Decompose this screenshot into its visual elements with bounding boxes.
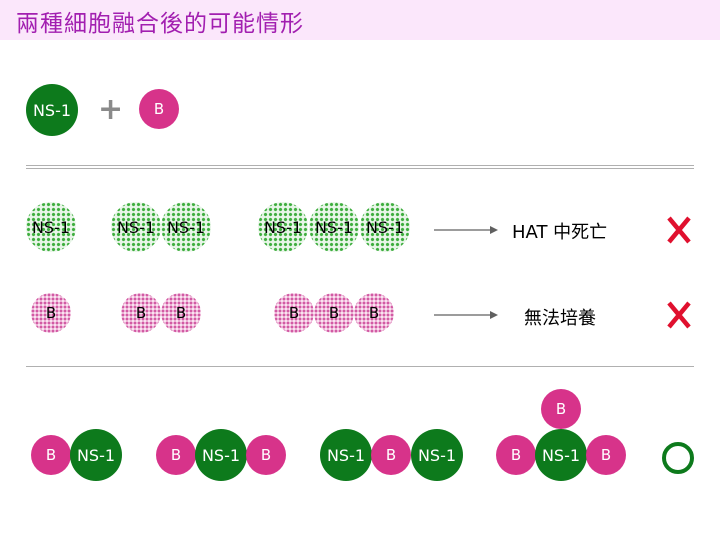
ns1-dotted-cell: NS-1	[309, 202, 359, 252]
b-cell: B	[246, 435, 286, 475]
ns1-dotted-cell: NS-1	[360, 202, 410, 252]
ns1-dotted-cell: NS-1	[26, 202, 76, 252]
b-dotted-cell: B	[354, 293, 394, 333]
b-cell: B	[586, 435, 626, 475]
red-x-icon	[667, 301, 691, 329]
green-circle-icon	[662, 442, 694, 474]
ns1-cell: NS-1	[320, 429, 372, 481]
arrow-icon	[434, 311, 498, 319]
b-cell: B	[496, 435, 536, 475]
title-bar: 兩種細胞融合後的可能情形	[0, 0, 720, 40]
page-title: 兩種細胞融合後的可能情形	[16, 11, 304, 37]
b-dotted-cell: B	[121, 293, 161, 333]
arrow-icon	[434, 226, 498, 234]
result-b-cannot-culture: 無法培養	[524, 308, 596, 329]
ns1-cell: NS-1	[26, 84, 78, 136]
b-cell: B	[156, 435, 196, 475]
ns1-dotted-cell: NS-1	[258, 202, 308, 252]
b-cell: B	[541, 389, 581, 429]
result-ns1-dies: HAT 中死亡	[512, 222, 608, 243]
divider-double-2	[26, 168, 694, 169]
ns1-dotted-cell: NS-1	[161, 202, 211, 252]
ns1-cell: NS-1	[411, 429, 463, 481]
b-dotted-cell: B	[314, 293, 354, 333]
ns1-cell: NS-1	[195, 429, 247, 481]
b-dotted-cell: B	[274, 293, 314, 333]
b-cell: B	[139, 89, 179, 129]
b-cell: B	[371, 435, 411, 475]
b-dotted-cell: B	[31, 293, 71, 333]
b-cell: B	[31, 435, 71, 475]
ns1-dotted-cell: NS-1	[111, 202, 161, 252]
divider	[26, 366, 694, 367]
ns1-cell: NS-1	[535, 429, 587, 481]
red-x-icon	[667, 216, 691, 244]
ns1-cell: NS-1	[70, 429, 122, 481]
b-dotted-cell: B	[161, 293, 201, 333]
plus-sign: +	[98, 92, 124, 127]
divider-double	[26, 165, 694, 166]
